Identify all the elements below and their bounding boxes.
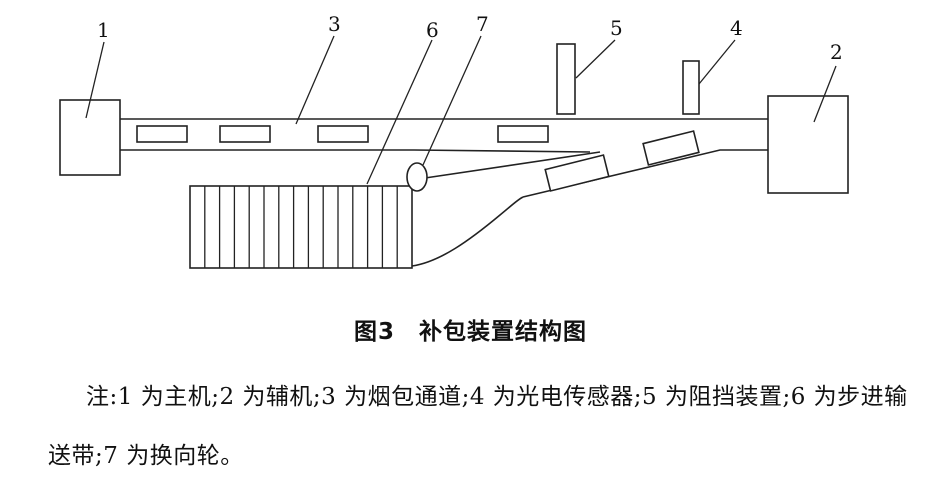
label-6: 6 — [426, 18, 439, 42]
auxiliary-machine-box — [767, 95, 849, 194]
photoelectric-sensor — [682, 60, 700, 115]
label-7: 7 — [476, 12, 489, 36]
figure-note: 注:1 为主机;2 为辅机;3 为烟包通道;4 为光电传感器;5 为阻挡装置;6… — [48, 384, 908, 469]
blocking-device — [556, 43, 576, 115]
step-conveyor-belt — [189, 185, 524, 269]
main-machine-box — [59, 99, 121, 176]
label-3: 3 — [328, 12, 341, 36]
structure-diagram: 1 3 6 7 5 4 2 — [59, 12, 849, 269]
leader-lines — [85, 35, 837, 185]
cigarette-packs — [136, 125, 700, 192]
label-5: 5 — [610, 16, 623, 40]
label-1: 1 — [97, 18, 110, 42]
label-2: 2 — [830, 40, 843, 64]
reversing-wheel — [406, 162, 428, 192]
figure-caption: 图3 补包装置结构图 — [353, 319, 587, 345]
label-4: 4 — [730, 16, 743, 40]
